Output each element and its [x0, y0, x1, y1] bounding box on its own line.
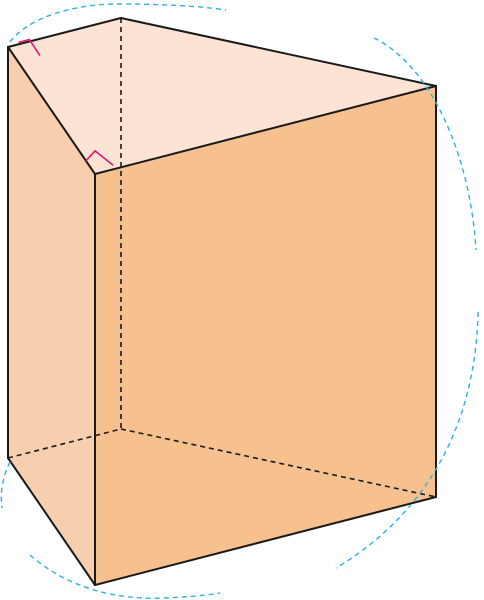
right-angle-marker-top	[18, 38, 41, 57]
top-front-right-edge	[94, 85, 437, 175]
top-triangular-face	[8, 18, 436, 174]
arc-top-left	[9, 3, 227, 43]
left-rectangular-face	[8, 47, 95, 585]
arc-top-right	[373, 37, 477, 251]
hidden-edges	[7, 18, 437, 498]
rotation-arcs	[0, 3, 479, 599]
arc-right	[335, 311, 479, 569]
top-back-left-edge	[7, 17, 122, 48]
bottom-front-left-edge	[7, 457, 96, 586]
hidden-bottom-left-edge	[7, 428, 122, 459]
right-angle-marker-front	[85, 149, 114, 166]
bottom-front-right-edge	[94, 496, 437, 586]
arc-bottom-left	[0, 461, 11, 509]
top-back-right-edge	[120, 17, 437, 87]
arc-bottom	[29, 554, 221, 599]
visible-edges	[7, 17, 437, 586]
top-front-left-edge	[7, 46, 96, 175]
front-rectangular-face	[95, 86, 436, 585]
